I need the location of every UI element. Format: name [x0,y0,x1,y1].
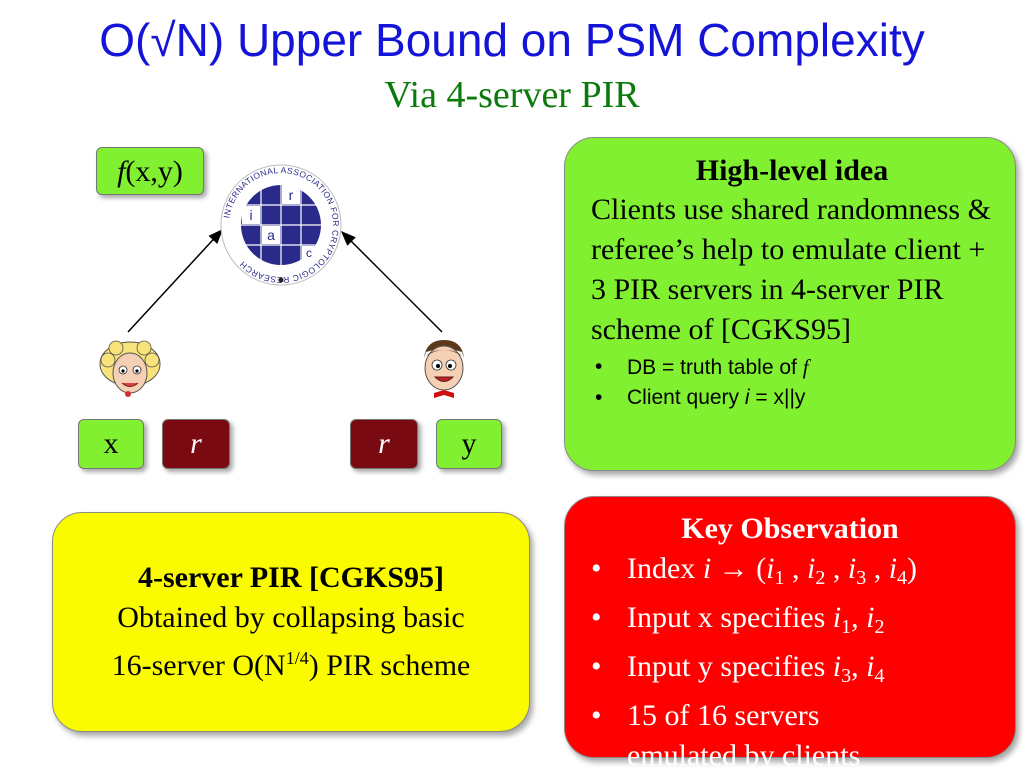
high-level-idea-bullets: •DB = truth table of f •Client query i =… [591,352,993,413]
key-observation-bullets: •Index i → (i1 , i2 , i3 , i4) •Input x … [587,549,993,768]
slide-title: O(√N) Upper Bound on PSM Complexity [99,14,925,66]
high-level-idea-body: Clients use shared randomness & referee’… [591,193,991,346]
alice-face-icon [99,340,161,397]
slide-subtitle: Via 4-server PIR [384,74,640,116]
high-level-idea-box: High-level idea Clients use shared rando… [564,137,1016,471]
function-label: f(x,y) [96,147,204,195]
pir-line-1: Obtained by collapsing basic [117,601,465,634]
bullet-db-truth-table: •DB = truth table of f [595,355,809,379]
high-level-idea-heading: High-level idea [695,154,889,187]
seal-letter-c: r [289,187,294,203]
pir-scheme-box: 4-server PIR [CGKS95] Obtained by collap… [52,512,530,732]
bullet-input-y: •Input y specifies i3, i4 [591,650,885,687]
right-arrow [340,230,443,333]
left-input-x-chip: x [78,419,144,469]
key-observation-box: Key Observation •Index i → (i1 , i2 , i3… [564,496,1016,768]
pir-line-2: 16-server O(N1/4) PIR scheme [111,648,471,682]
left-arrow [127,228,224,333]
pir-heading: 4-server PIR [CGKS95] [137,561,445,594]
bob-face-icon [424,340,464,398]
seal-letter-r: c [306,246,312,260]
bullet-input-x: •Input x specifies i1, i2 [591,601,885,638]
right-randomness-chip: r [350,419,418,469]
bullet-index-split: •Index i → (i1 , i2 , i3 , i4) [591,552,918,589]
bullet-client-query: •Client query i = x||y [595,386,806,409]
right-input-y-chip: y [436,419,502,469]
seal-letter-i: i [249,207,252,223]
referee-seal-icon: INTERNATIONAL ASSOCIATION FOR CRYPTOLOGI… [220,164,342,286]
seal-letter-a: a [267,227,275,243]
left-randomness-chip: r [162,419,230,469]
key-observation-heading: Key Observation [681,512,899,545]
